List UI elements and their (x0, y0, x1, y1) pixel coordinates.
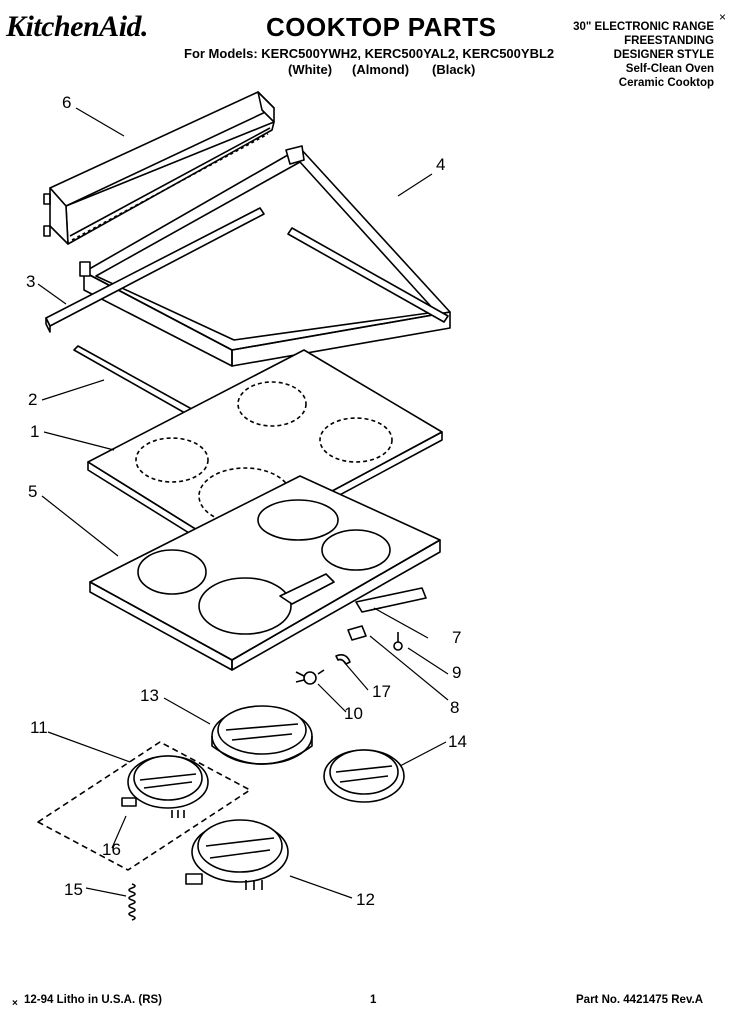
spec-line: Self-Clean Oven (625, 63, 714, 75)
footer-part-number: Part No. 4421475 Rev.A (576, 994, 703, 1006)
part-14-medium-element (323, 749, 405, 803)
callout-10: 10 (344, 704, 363, 723)
spec-line: FREESTANDING (624, 35, 714, 47)
part-17-clip (335, 654, 351, 665)
footer-litho: 12-94 Litho in U.S.A. (RS) (24, 994, 163, 1006)
part-7-rail (355, 587, 427, 613)
callout-11: 11 (30, 718, 48, 737)
callout-15: 15 (64, 880, 83, 899)
color-almond: (Almond) (352, 62, 410, 77)
part-11-element-assembly (37, 741, 251, 871)
callout-16: 16 (102, 840, 121, 859)
callout-13: 13 (140, 686, 159, 705)
color-black: (Black) (432, 62, 476, 77)
part-15-spring (128, 883, 136, 921)
spec-line: Ceramic Cooktop (618, 77, 714, 89)
brand-logo: KitchenAid. (6, 10, 149, 43)
callout-12: 12 (356, 890, 375, 909)
spec-line: DESIGNER STYLE (613, 49, 714, 61)
part-8-bracket (347, 625, 367, 641)
callout-5: 5 (28, 482, 38, 501)
page-title: COOKTOP PARTS (266, 12, 497, 42)
part-9-screw (393, 632, 403, 651)
callout-7: 7 (452, 628, 462, 647)
color-white: (White) (288, 62, 333, 77)
callout-14: 14 (448, 732, 467, 751)
part-13-large-element (211, 705, 313, 765)
footer-corner-mark: × (12, 998, 18, 1009)
callout-17: 17 (372, 682, 391, 701)
part-6-rear-trim (43, 91, 275, 245)
models-line: For Models: KERC500YWH2, KERC500YAL2, KE… (184, 46, 555, 61)
part-10-switch (295, 669, 325, 685)
callout-3: 3 (26, 272, 36, 291)
part-12-element (185, 819, 289, 890)
callout-9: 9 (452, 663, 462, 682)
callout-4: 4 (436, 155, 446, 174)
part-3-trim-strip (45, 207, 449, 333)
callout-1: 1 (30, 422, 40, 441)
part-5-main-top (89, 475, 441, 671)
callout-6: 6 (62, 93, 72, 112)
spec-block: 30" ELECTRONIC RANGE FREESTANDING DESIGN… (514, 20, 714, 90)
callout-8: 8 (450, 698, 460, 717)
part-4-top-frame (79, 145, 451, 367)
footer-page-number: 1 (370, 994, 377, 1006)
spec-line: 30" ELECTRONIC RANGE (573, 21, 714, 33)
corner-mark: × (718, 10, 726, 24)
leader-lines (37, 107, 449, 899)
callout-2: 2 (28, 390, 38, 409)
